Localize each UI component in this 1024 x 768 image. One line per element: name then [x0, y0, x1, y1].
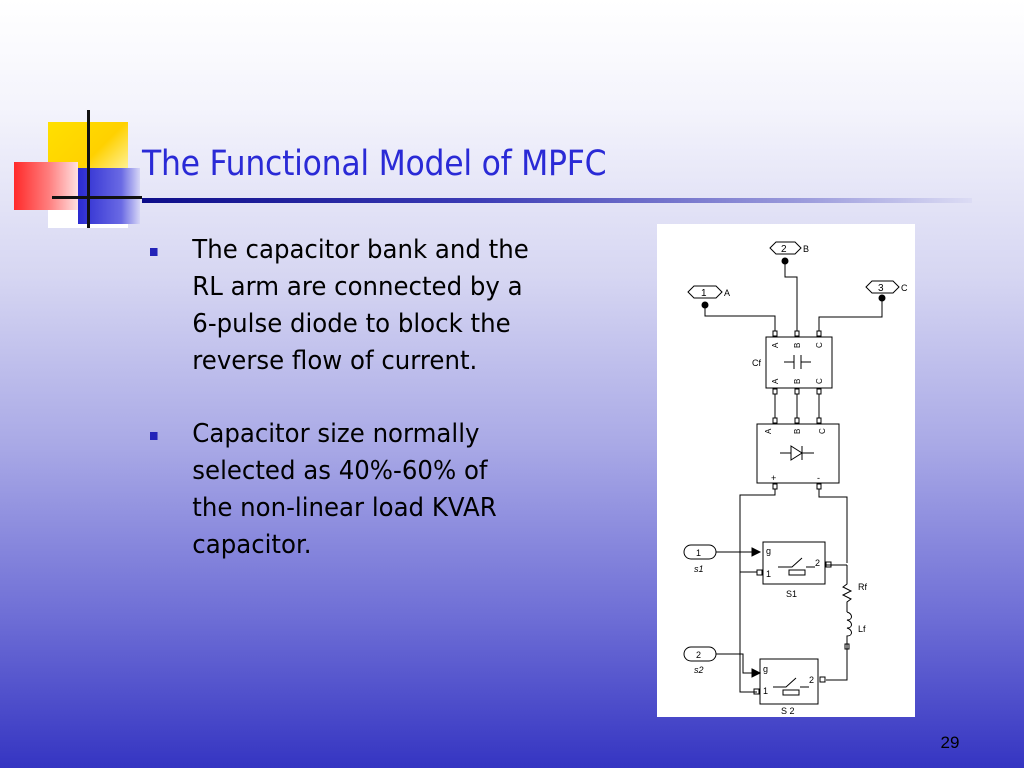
title-underline [142, 198, 972, 203]
cap-pin-bottom-b [794, 388, 800, 395]
diode-bridge-block: A B C + - [756, 417, 840, 490]
slide-number: 29 [940, 733, 960, 752]
input-s1-label: s1 [694, 564, 704, 574]
wires-cap-to-diode [774, 394, 820, 418]
diode-pin-b-label: B [793, 429, 802, 434]
port-a-number: 1 [701, 288, 707, 299]
inductor-symbol [826, 611, 852, 681]
diode-pin-b [794, 417, 800, 424]
wire-b [784, 261, 798, 331]
bullet-item: The capacitor bank and the RL arm are co… [150, 232, 601, 380]
wire-plus-to-s2 [739, 572, 757, 693]
wire-minus-to-rf [818, 489, 848, 563]
decorative-logo [0, 0, 160, 240]
cap-pin-top-c [816, 330, 822, 337]
cap-top-pin-c-label: C [815, 342, 824, 348]
switch-s2-symbol [773, 677, 809, 696]
port-c-shape [865, 280, 900, 294]
switch-s1-pin1 [756, 569, 763, 576]
input-s2-label: s2 [694, 665, 704, 675]
switch-s2: g 1 2 S 2 [753, 658, 826, 716]
wire-a [704, 305, 776, 331]
diode-pin-plus [772, 483, 778, 490]
bullet-list: The capacitor bank and the RL arm are co… [150, 232, 630, 600]
input-s1-number: 1 [696, 548, 701, 558]
resistor-label: Rf [858, 582, 867, 592]
switch-s1-name: S1 [786, 589, 797, 599]
cap-pin-top-a [772, 330, 778, 337]
resistor-rf: Rf [841, 565, 867, 612]
port-a-label: A [724, 288, 730, 298]
inductor-pin [844, 643, 850, 650]
logo-vertical-line [87, 110, 90, 228]
logo-red-square [14, 162, 78, 210]
switch-s2-gate-label: g [763, 664, 768, 674]
port-c-label: C [901, 283, 908, 293]
port-b-shape [769, 241, 802, 255]
diode-block-box [756, 423, 840, 484]
slide-title: The Functional Model of MPFC [142, 144, 607, 184]
cap-pin-top-b [794, 330, 800, 337]
switch-s2-pin2-label: 2 [809, 675, 814, 685]
port-a: 1 A [687, 285, 730, 309]
port-b: 2 B [769, 241, 809, 265]
capacitor-block: A B C A B C Cf [752, 330, 833, 395]
input-s1: 1 s1 [683, 544, 762, 574]
switch-s2-box [759, 658, 819, 705]
diode-pin-minus [816, 483, 822, 490]
port-c: 3 C [865, 280, 908, 302]
inductor-lf: Lf [826, 611, 866, 681]
switch-s1: g 1 2 S1 [756, 541, 832, 599]
cap-top-pin-b-label: B [793, 343, 802, 348]
diode-pin-c [816, 417, 822, 424]
switch-s2-pin1-label: 1 [763, 686, 768, 696]
port-b-number: 2 [781, 244, 787, 255]
cap-pin-bottom-a [772, 388, 778, 395]
switch-s1-pin2 [825, 561, 832, 568]
arrow-s1-icon [751, 547, 762, 557]
switch-s1-pin1-label: 1 [766, 569, 771, 579]
cap-pin-bottom-c [816, 388, 822, 395]
switch-s1-gate-label: g [766, 546, 771, 556]
wire-plus-to-s1 [739, 489, 776, 573]
bullet-text: Capacitor size normally selected as 40%-… [192, 419, 497, 560]
capacitor-symbol [784, 355, 811, 369]
diode-pin-a-label: A [764, 428, 773, 434]
bullet-square-icon [150, 248, 158, 256]
cap-top-pin-a-label: A [771, 342, 780, 348]
port-a-shape [687, 285, 723, 299]
switch-s1-pin2-label: 2 [815, 558, 820, 568]
cap-bottom-pin-b-label: B [793, 379, 802, 384]
bullet-text: The capacitor bank and the RL arm are co… [192, 235, 529, 376]
cap-block-name: Cf [752, 358, 761, 368]
arrow-s2-icon [751, 668, 762, 678]
diode-symbol [780, 445, 814, 461]
switch-s2-name: S 2 [781, 706, 795, 716]
circuit-diagram-svg: 2 B 1 A 3 C A [683, 241, 908, 716]
diode-pin-a [772, 417, 778, 424]
bullet-square-icon [150, 432, 158, 440]
diode-plus-label: + [771, 473, 776, 483]
input-s2-number: 2 [696, 650, 701, 660]
inductor-label: Lf [858, 624, 866, 634]
logo-horizontal-line [52, 196, 142, 199]
bullet-item: Capacitor size normally selected as 40%-… [150, 416, 601, 564]
switch-s2-pin1 [753, 688, 760, 695]
diode-pin-c-label: C [818, 428, 827, 434]
resistor-symbol [841, 565, 853, 612]
wire-s2-gate [716, 653, 752, 674]
wire-c [818, 298, 883, 331]
cap-bottom-pin-c-label: C [815, 378, 824, 384]
input-s2: 2 s2 [683, 646, 762, 678]
port-b-label: B [803, 244, 809, 254]
diode-minus-label: - [817, 473, 820, 483]
switch-s2-pin2 [819, 676, 826, 683]
circuit-diagram: 2 B 1 A 3 C A [657, 224, 915, 717]
port-c-number: 3 [878, 283, 884, 294]
switch-s1-symbol [778, 557, 815, 576]
capacitor-block-box [765, 336, 833, 389]
switch-s1-box [762, 541, 826, 585]
cap-bottom-pin-a-label: A [771, 378, 780, 384]
